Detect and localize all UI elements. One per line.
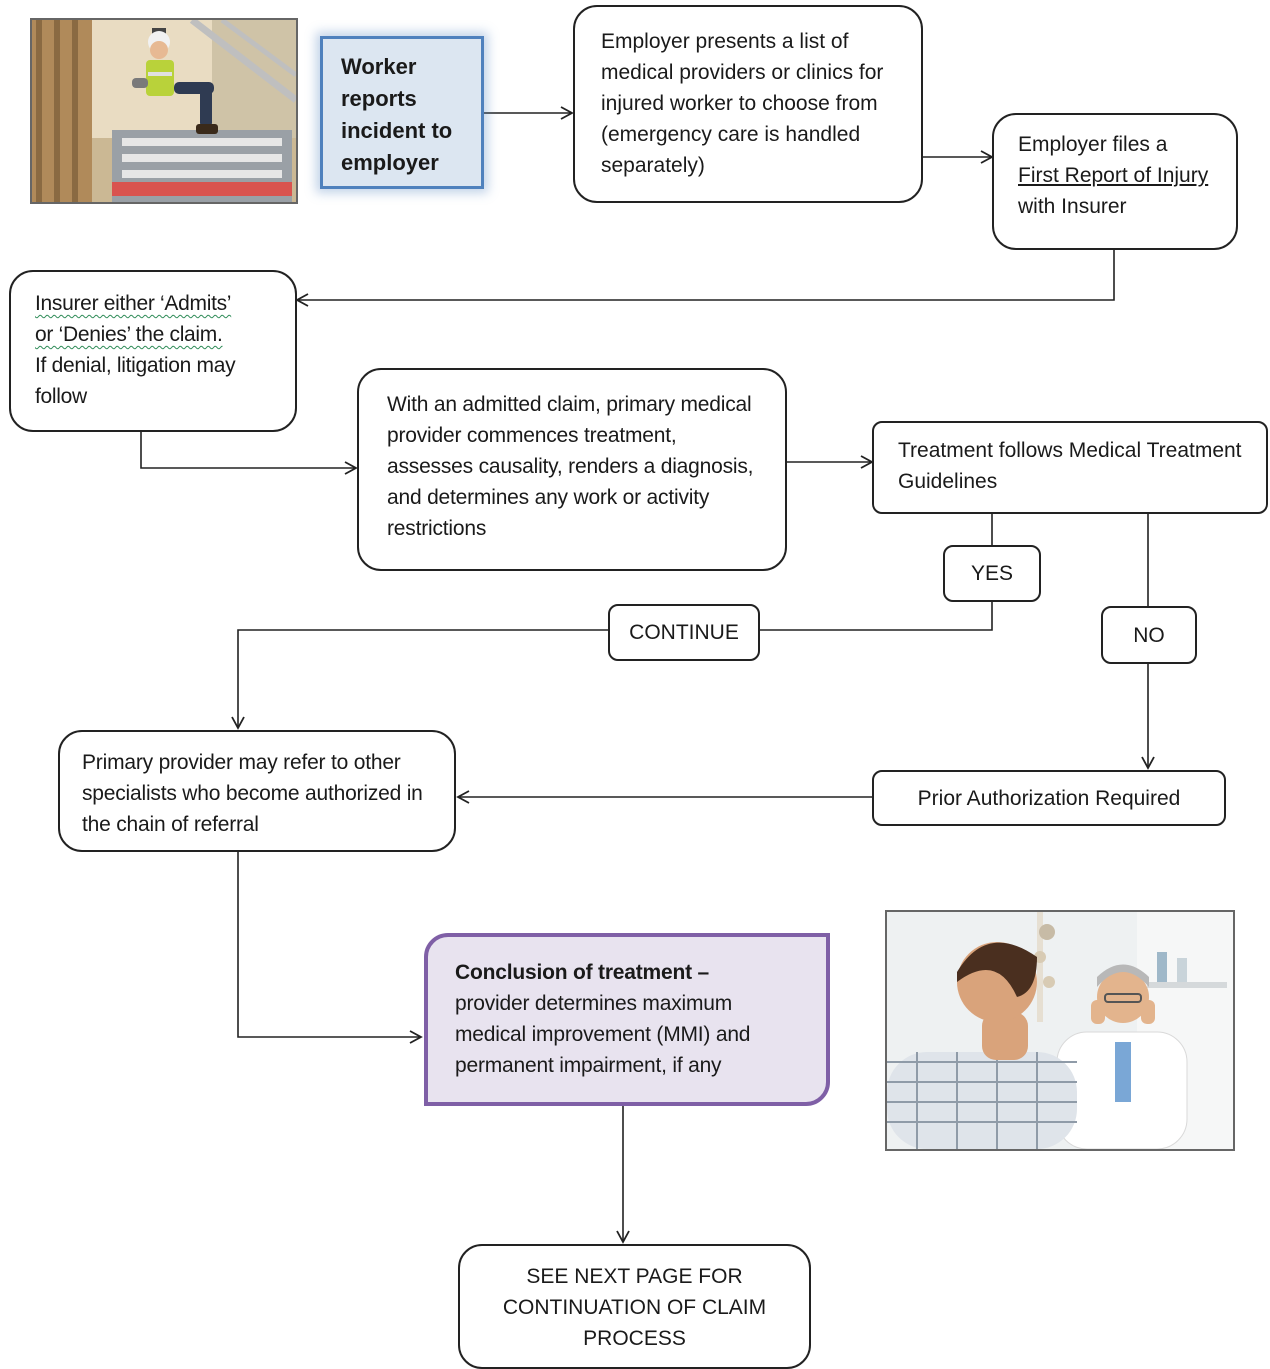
no-label: NO (1133, 623, 1165, 647)
conclusion-box: Conclusion of treatment – provider deter… (424, 933, 830, 1106)
arrow-insurer-to-admitted (140, 432, 358, 475)
insurer-decision-box: Insurer either ‘Admits’ or ‘Denies’ the … (9, 270, 297, 432)
arrow-refer-to-conclusion (237, 852, 423, 1044)
no-label-box: NO (1101, 606, 1197, 664)
admitted-claim-box: With an admitted claim, primary medical … (357, 368, 787, 571)
conclusion-text: provider determines maximum medical impr… (455, 992, 751, 1077)
treatment-guidelines-text: Treatment follows Medical Treatment Guid… (898, 439, 1242, 493)
line-yes-to-continue (760, 602, 993, 631)
conclusion-title: Conclusion of treatment – (455, 961, 710, 984)
next-page-text: SEE NEXT PAGE FOR CONTINUATION OF CLAIM … (502, 1265, 767, 1350)
yes-label-box: YES (943, 545, 1041, 602)
referral-text: Primary provider may refer to other spec… (82, 751, 423, 836)
first-report-suffix: with Insurer (1018, 195, 1127, 218)
doctor-patient-photo (885, 910, 1235, 1151)
employer-list-text: Employer presents a list of medical prov… (601, 30, 884, 177)
worker-fallen-illustration (32, 20, 296, 202)
insurer-denies-text: or ‘Denies’ the claim. (35, 323, 223, 346)
arrow-continue-to-refer (231, 629, 608, 730)
continue-label-box: CONTINUE (608, 604, 760, 661)
worker-reports-text: Worker reports incident to employer (341, 54, 453, 175)
worker-fallen-photo (30, 18, 298, 204)
prior-authorization-box: Prior Authorization Required (872, 770, 1226, 826)
employer-list-box: Employer presents a list of medical prov… (573, 5, 923, 203)
prior-authorization-text: Prior Authorization Required (917, 786, 1181, 810)
first-report-box: Employer files a First Report of Injury … (992, 113, 1238, 250)
admitted-claim-text: With an admitted claim, primary medical … (387, 393, 754, 540)
doctor-patient-illustration (887, 912, 1233, 1149)
treatment-guidelines-box: Treatment follows Medical Treatment Guid… (872, 421, 1268, 514)
first-report-of-injury-link: First Report of Injury (1018, 164, 1209, 187)
yes-label: YES (970, 562, 1014, 585)
arrow-first-report-to-insurer (295, 250, 1115, 307)
insurer-admits-text: Insurer either ‘Admits’ (35, 292, 232, 315)
worker-reports-box: Worker reports incident to employer (320, 36, 484, 189)
next-page-box: SEE NEXT PAGE FOR CONTINUATION OF CLAIM … (458, 1244, 811, 1369)
continue-label: CONTINUE (629, 621, 739, 644)
referral-box: Primary provider may refer to other spec… (58, 730, 456, 852)
first-report-prefix: Employer files a (1018, 133, 1168, 156)
insurer-litigation-text: If denial, litigation may follow (35, 354, 236, 408)
